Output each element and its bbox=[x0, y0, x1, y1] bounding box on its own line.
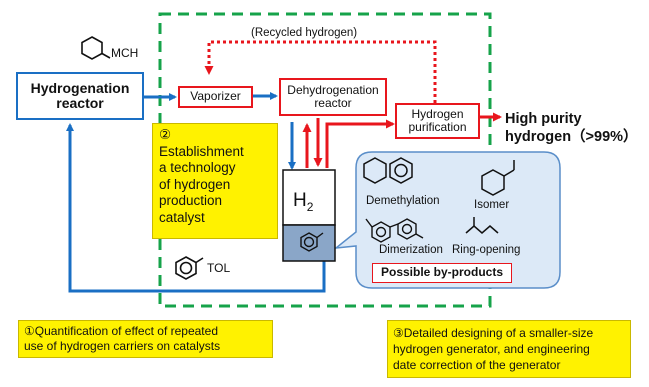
note-2-line-2: Establishment bbox=[159, 143, 244, 159]
hydrogenation-reactor-line-2: reactor bbox=[56, 95, 104, 111]
dehydrogenation-reactor-line-1: Dehydrogenation bbox=[287, 82, 379, 97]
h2-label: H2 bbox=[293, 190, 313, 214]
hydrogenation-reactor-box: Hydrogenation reactor bbox=[16, 72, 144, 120]
vessel-catalyst-chamber bbox=[282, 224, 336, 262]
note-2-line-5: production bbox=[159, 193, 223, 208]
flow-tol-return bbox=[66, 123, 326, 293]
high-purity-output: High purity hydrogen（>99%） bbox=[505, 110, 638, 146]
dehydrogenation-reactor-line-2: reactor bbox=[314, 96, 352, 110]
vaporizer-label: Vaporizer bbox=[190, 89, 241, 104]
recycled-hydrogen-label: (Recycled hydrogen) bbox=[251, 27, 358, 39]
note-1-line-1: ①Quantification of effect of repeated bbox=[24, 324, 218, 338]
hydrogen-purification-line-2: purification bbox=[408, 120, 467, 134]
benzene-icon bbox=[389, 157, 413, 184]
dimerization-icon bbox=[365, 218, 424, 243]
note-2-line-1: ② bbox=[159, 127, 172, 142]
note-3-design: ③Detailed designing of a smaller-size hy… bbox=[387, 320, 631, 378]
note-2-catalyst: ② Establishment a technology of hydrogen… bbox=[152, 123, 278, 239]
dimerization-label: Dimerization bbox=[379, 244, 443, 256]
note-1-line-2: use of hydrogen carriers on catalysts bbox=[24, 339, 221, 353]
note-2-line-6: catalyst bbox=[159, 209, 205, 225]
demethylation-label: Demethylation bbox=[366, 195, 440, 207]
hydrogen-purification-line-1: Hydrogen bbox=[411, 106, 464, 121]
note-1-quantification: ①Quantification of effect of repeated us… bbox=[18, 320, 273, 358]
h2-symbol: H bbox=[293, 190, 307, 211]
note-3-line-3: date correction of the generator bbox=[393, 358, 561, 372]
byproducts-title: Possible by-products bbox=[380, 265, 504, 280]
note-3-line-2: hydrogen generator, and engineering bbox=[393, 342, 590, 356]
high-purity-line-2: hydrogen（>99%） bbox=[505, 129, 638, 145]
tol-toluene-icon bbox=[175, 256, 204, 280]
note-2-line-3: a technology bbox=[159, 160, 236, 175]
high-purity-line-1: High purity bbox=[505, 111, 582, 127]
h2-subscript: 2 bbox=[306, 199, 314, 214]
ring-opening-icon bbox=[465, 217, 499, 234]
tol-label: TOL bbox=[207, 261, 231, 275]
hydrogen-purification-box: Hydrogen purification bbox=[395, 103, 480, 139]
hydrogenation-reactor-line-1: Hydrogenation bbox=[30, 79, 130, 96]
flow-h2-to-purification bbox=[325, 119, 395, 168]
note-2-line-4: of hydrogen bbox=[159, 176, 231, 192]
isomer-label: Isomer bbox=[474, 199, 510, 211]
methylcyclohexane-icon bbox=[81, 36, 111, 60]
mch-label: MCH bbox=[111, 46, 139, 60]
note-3-line-1: ③Detailed designing of a smaller-size bbox=[393, 326, 594, 340]
flow-recycled-hydrogen bbox=[204, 40, 437, 103]
cyclohexane-icon bbox=[363, 157, 387, 184]
isomer-icon bbox=[481, 160, 515, 196]
ring-opening-label: Ring-opening bbox=[452, 244, 521, 256]
byproducts-title-box: Possible by-products bbox=[372, 263, 512, 283]
vaporizer-box: Vaporizer bbox=[178, 86, 253, 108]
vessel-h2-chamber bbox=[282, 169, 336, 226]
dehydrogenation-reactor-box: Dehydrogenation reactor bbox=[279, 78, 387, 116]
toluene-icon bbox=[300, 232, 324, 252]
